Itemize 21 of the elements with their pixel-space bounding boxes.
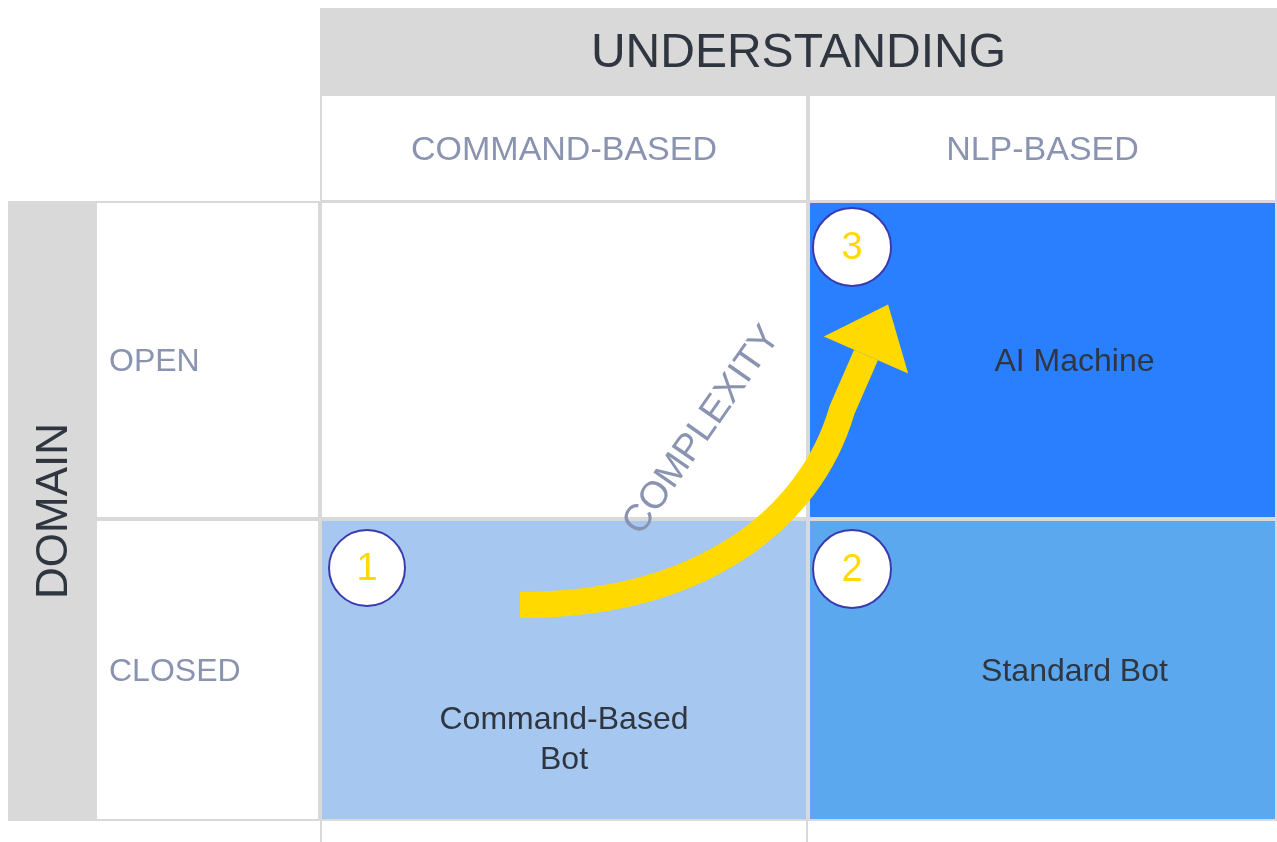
cell-label: UNDERSTANDING — [590, 23, 1007, 79]
matrix-cell — [808, 201, 1277, 519]
column-header — [320, 94, 808, 202]
row-header — [95, 201, 320, 519]
column-header — [808, 94, 1277, 202]
curved-arrow — [519, 304, 909, 618]
cell-label: AI Machine — [994, 341, 1155, 380]
matrix-cell — [808, 519, 1277, 821]
cell-label: Standard Bot — [981, 651, 1168, 690]
cell-label: OPEN — [109, 341, 200, 380]
cell-label: CLOSED — [109, 651, 241, 690]
number-label: 1 — [356, 545, 378, 591]
cell-label: NLP-BASED — [946, 127, 1139, 169]
number-label: 3 — [841, 224, 863, 270]
cell-label: Command-Based Bot — [438, 698, 690, 778]
header-band — [320, 8, 1277, 94]
side-band — [8, 201, 95, 821]
cell-label: COMMAND-BASED — [411, 127, 717, 169]
number-label: 2 — [841, 546, 863, 592]
row-header — [95, 519, 320, 821]
side-label: DOMAIN — [25, 423, 77, 599]
